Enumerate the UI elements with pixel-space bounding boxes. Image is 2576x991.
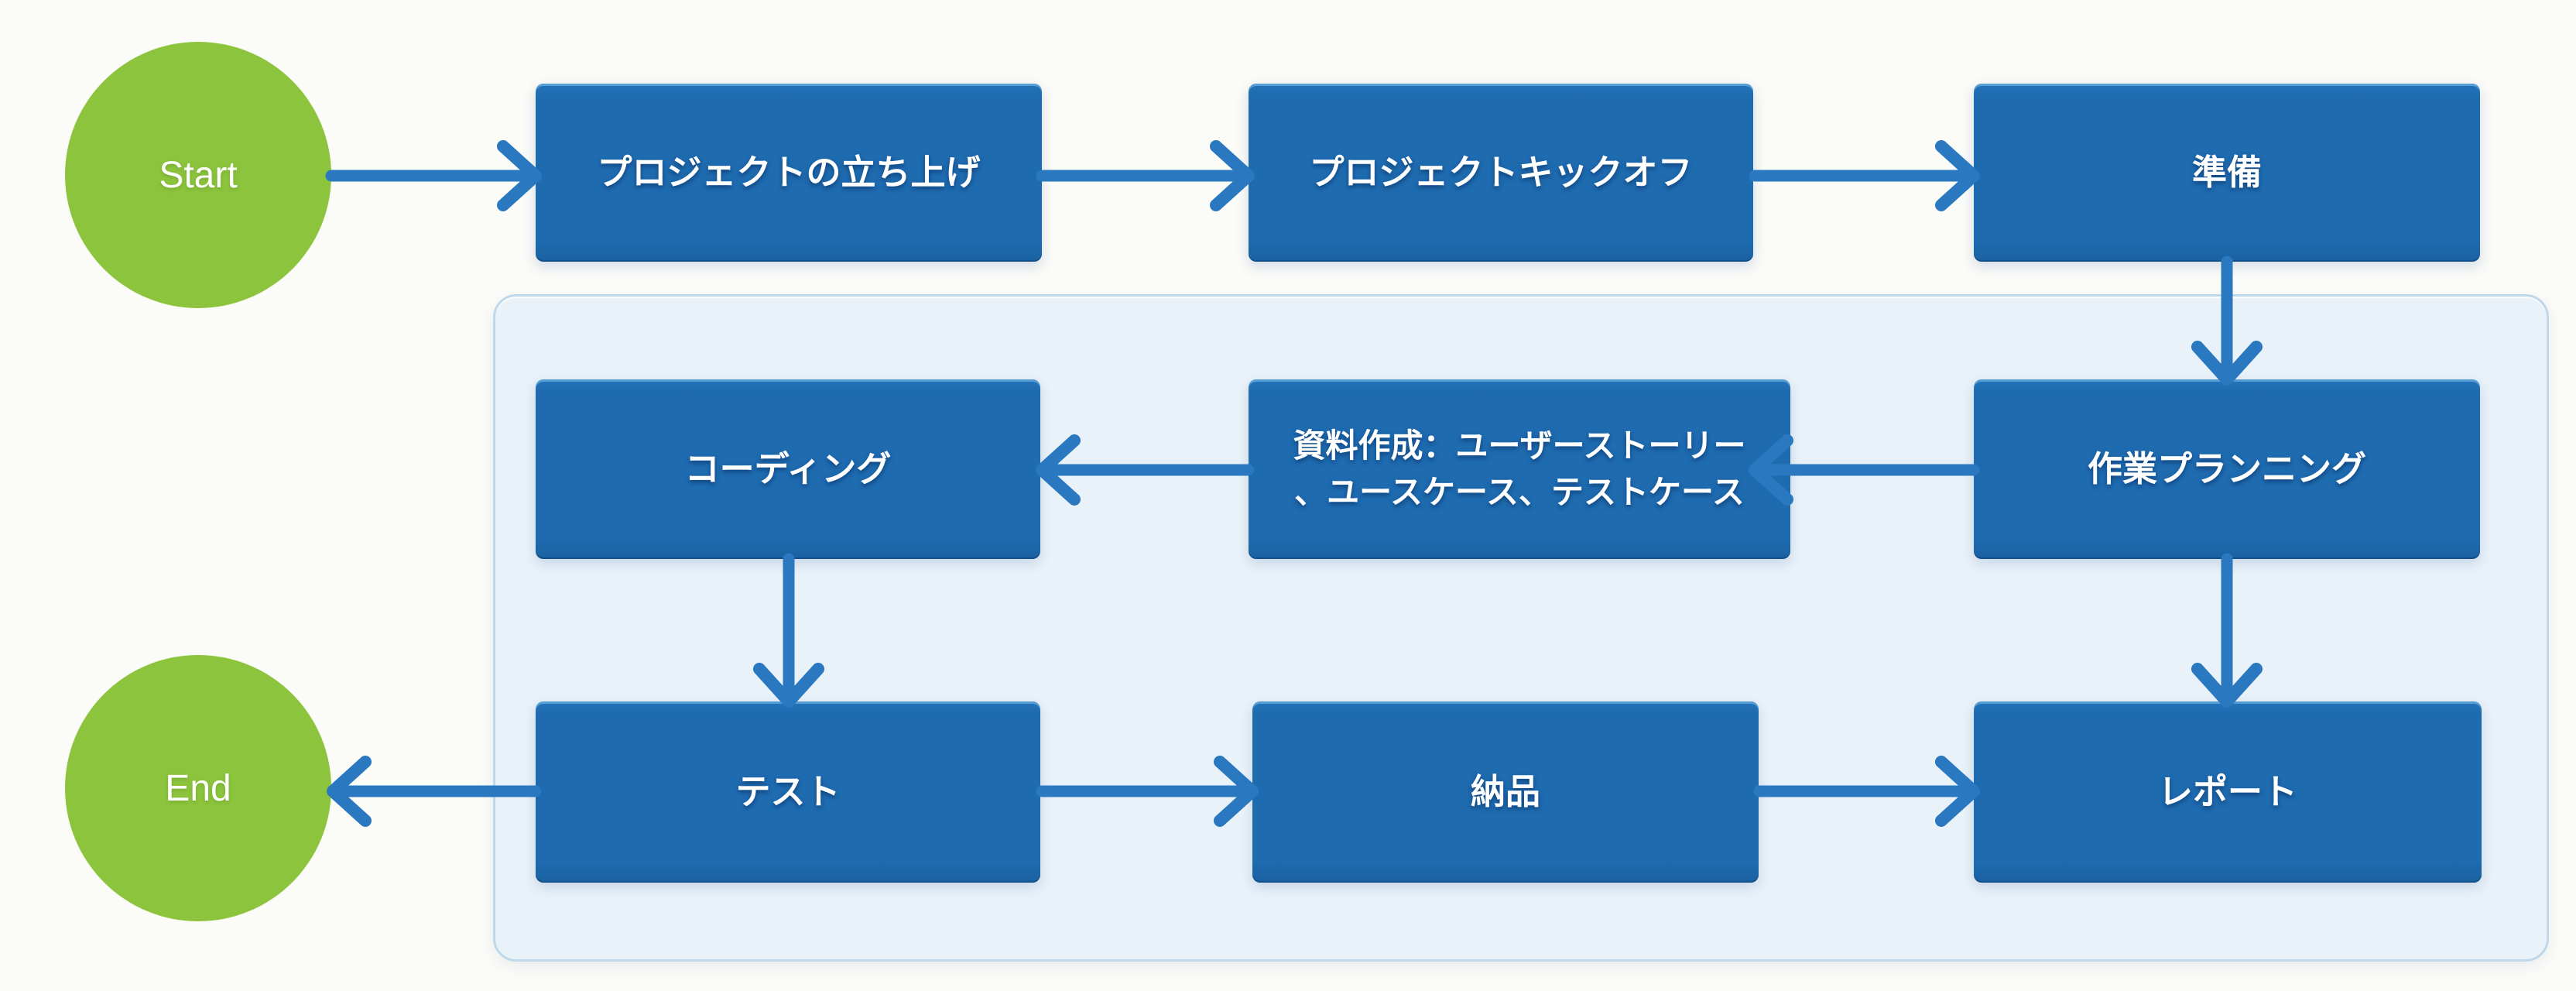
- node-label-line: 資料作成：ユーザーストーリー: [1293, 427, 1746, 465]
- arrow-start-to-project-launch-icon: [325, 140, 542, 211]
- start-terminal: Start: [65, 42, 331, 308]
- node-kickoff: プロジェクトキックオフ: [1249, 84, 1753, 262]
- node-label: レポート: [2157, 772, 2297, 812]
- node-delivery: 納品: [1252, 701, 1759, 883]
- node-test: テスト: [536, 701, 1040, 883]
- node-label: 作業プランニング: [2087, 449, 2366, 489]
- node-coding: コーディング: [536, 379, 1040, 559]
- node-work-planning: 作業プランニング: [1974, 379, 2480, 559]
- node-label: プロジェクトの立ち上げ: [597, 153, 981, 193]
- node-report: レポート: [1974, 701, 2482, 883]
- node-label-line: 、ユースケース、テストケース: [1294, 474, 1745, 510]
- start-terminal-label: Start: [159, 154, 238, 196]
- node-documentation: 資料作成：ユーザーストーリー 、ユースケース、テストケース: [1249, 379, 1790, 559]
- node-label: 納品: [1470, 772, 1540, 812]
- node-project-launch: プロジェクトの立ち上げ: [536, 84, 1042, 262]
- node-label: 準備: [2191, 153, 2262, 193]
- node-preparation: 準備: [1974, 84, 2480, 262]
- end-terminal: End: [65, 655, 331, 921]
- arrow-kickoff-to-preparation-icon: [1749, 140, 1980, 211]
- arrow-project-launch-to-kickoff-icon: [1036, 140, 1255, 211]
- node-label: テスト: [735, 772, 841, 812]
- end-terminal-label: End: [165, 767, 231, 809]
- node-label: プロジェクトキックオフ: [1309, 153, 1693, 193]
- node-label: コーディング: [684, 449, 892, 489]
- node-label: 資料作成：ユーザーストーリー 、ユースケース、テストケース: [1293, 423, 1745, 515]
